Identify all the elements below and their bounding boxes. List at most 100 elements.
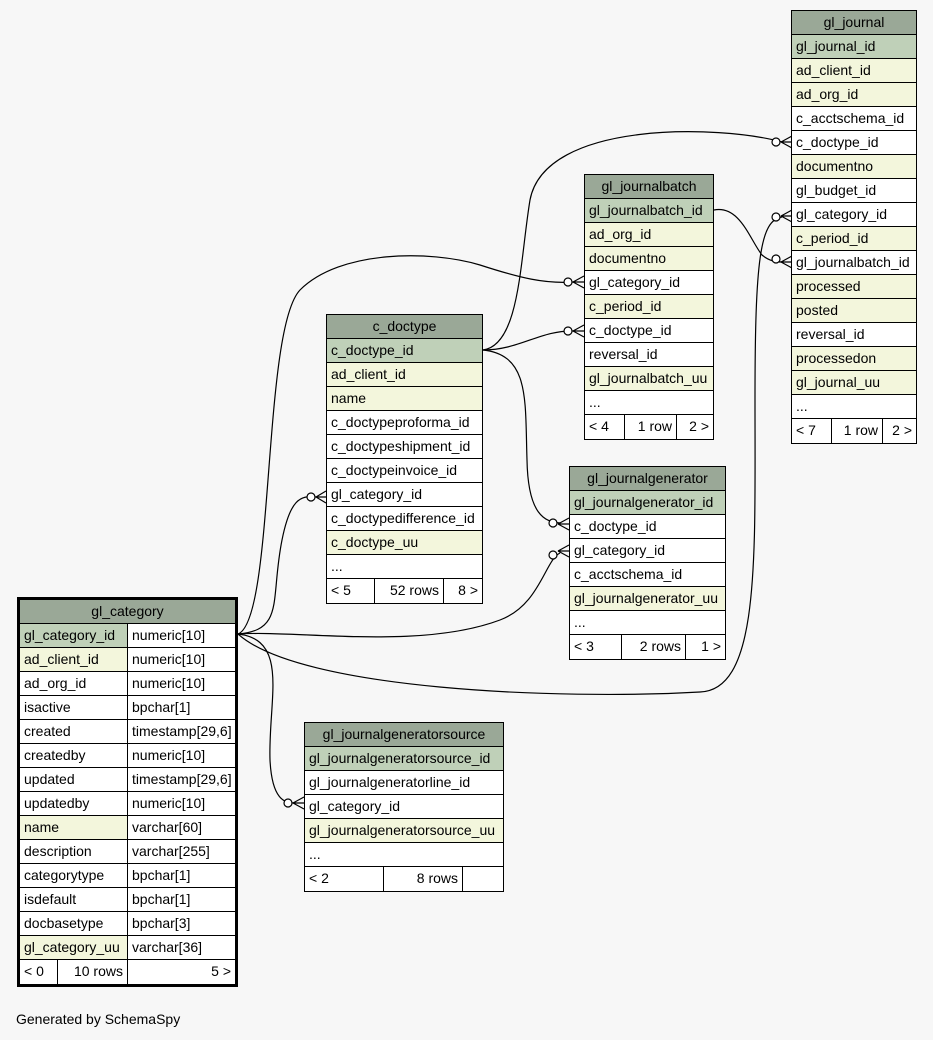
row-count: 2 rows — [622, 635, 686, 659]
parents-count[interactable]: < 3 — [570, 635, 622, 659]
column-name: reversal_id — [796, 326, 865, 342]
children-count[interactable]: 2 > — [892, 422, 912, 438]
generated-by-label: Generated by SchemaSpy — [16, 1011, 181, 1027]
column-name: c_doctypeproforma_id — [331, 414, 470, 430]
column-name: gl_journalbatch_id — [589, 202, 703, 218]
row-count: 10 rows — [58, 960, 128, 984]
column-type: bpchar[3] — [132, 915, 191, 931]
column-name: gl_category_id — [331, 486, 423, 502]
column-name: gl_journal_uu — [796, 374, 881, 390]
children-count[interactable]: 2 > — [689, 418, 709, 434]
children-count[interactable]: 1 > — [701, 638, 721, 654]
column-name: c_period_id — [796, 230, 869, 246]
column-type: bpchar[1] — [132, 891, 191, 907]
column-name: docbasetype — [20, 912, 128, 935]
column-name: description — [20, 840, 128, 863]
row-count: 8 rows — [384, 867, 463, 891]
column-name: gl_category_id — [574, 542, 666, 558]
parents-count[interactable]: < 7 — [792, 419, 832, 443]
column-name: name — [20, 816, 128, 839]
column-type: varchar[60] — [128, 816, 235, 839]
column-name: ad_client_id — [331, 366, 406, 382]
column-name: gl_journalbatch_id — [796, 254, 910, 270]
column-name: documentno — [589, 250, 667, 266]
column-name: reversal_id — [589, 346, 658, 362]
row-count: 1 row — [832, 419, 883, 443]
column-name: gl_journalgenerator_id — [574, 494, 714, 510]
column-type: timestamp[29,6] — [132, 723, 232, 739]
column-name: gl_category_id — [796, 206, 888, 222]
row-count: 52 rows — [375, 579, 444, 603]
column-name: c_doctypedifference_id — [331, 510, 475, 526]
column-name: c_acctschema_id — [574, 566, 683, 582]
table-title[interactable]: gl_journalbatch — [585, 175, 713, 199]
column-type: numeric[10] — [132, 795, 206, 811]
column-name: ad_client_id — [796, 62, 871, 78]
column-name: c_doctype_uu — [331, 534, 419, 550]
table-gl-journalbatch[interactable]: gl_journalbatch gl_journalbatch_id ad_or… — [584, 174, 714, 440]
column-name: c_doctype_id — [589, 322, 672, 338]
children-count[interactable] — [463, 867, 503, 891]
column-name: updatedby — [20, 792, 128, 815]
column-name: processedon — [796, 350, 877, 366]
column-name: c_doctype_id — [796, 134, 879, 150]
column-name: c_doctype_id — [331, 342, 414, 358]
table-title[interactable]: gl_journalgeneratorsource — [305, 723, 503, 747]
children-count[interactable]: 8 > — [458, 582, 478, 598]
column-name: posted — [796, 302, 839, 318]
table-title[interactable]: gl_journalgenerator — [570, 467, 725, 491]
column-name: gl_category_id — [589, 274, 681, 290]
column-name: ad_org_id — [20, 672, 128, 695]
column-name: ... — [309, 846, 321, 862]
edge-category-doctype — [237, 496, 317, 635]
column-name: isdefault — [20, 888, 128, 911]
children-count[interactable]: 5 > — [211, 963, 231, 979]
table-title[interactable]: gl_category — [20, 600, 235, 624]
column-name: c_doctypeinvoice_id — [331, 462, 458, 478]
row-count: 1 row — [625, 415, 677, 439]
column-type: numeric[10] — [128, 624, 235, 647]
table-gl-journalgenerator[interactable]: gl_journalgenerator gl_journalgenerator_… — [569, 466, 726, 660]
column-type: numeric[10] — [132, 675, 206, 691]
table-title[interactable]: gl_journal — [792, 11, 916, 35]
parents-count[interactable]: < 5 — [327, 579, 375, 603]
column-type: numeric[10] — [132, 747, 206, 763]
edge-doctype-journalbatch — [482, 330, 575, 351]
column-name: createdby — [20, 744, 128, 767]
column-name: ... — [589, 394, 601, 410]
column-name: gl_journalbatch_uu — [589, 370, 708, 386]
column-name: c_doctypeshipment_id — [331, 438, 471, 454]
column-name: ad_client_id — [20, 648, 128, 671]
table-c-doctype[interactable]: c_doctype c_doctype_id ad_client_id name… — [326, 314, 483, 604]
column-name: gl_journal_id — [796, 38, 876, 54]
edge-category-journalbatch — [237, 255, 575, 635]
edge-doctype-journal — [482, 131, 783, 351]
parents-count[interactable]: < 0 — [20, 960, 58, 984]
edge-category-journal — [237, 216, 783, 696]
column-name: gl_journalgeneratorsource_uu — [309, 822, 496, 838]
column-name: c_acctschema_id — [796, 110, 905, 126]
table-gl-journal[interactable]: gl_journal gl_journal_id ad_client_id ad… — [791, 10, 917, 444]
column-type: timestamp[29,6] — [132, 771, 232, 787]
column-name: gl_journalgenerator_uu — [574, 590, 718, 606]
edge-doctype-journalgenerator — [482, 349, 561, 524]
parents-count[interactable]: < 4 — [585, 415, 625, 439]
column-name: gl_budget_id — [796, 182, 877, 198]
edge-category-generatorsource — [237, 633, 295, 804]
parents-count[interactable]: < 2 — [305, 867, 384, 891]
column-name: gl_category_uu — [20, 936, 128, 959]
column-name: processed — [796, 278, 861, 294]
table-gl-journalgeneratorsource[interactable]: gl_journalgeneratorsource gl_journalgene… — [304, 722, 504, 892]
column-name: ad_org_id — [796, 86, 859, 102]
column-type: bpchar[1] — [132, 867, 191, 883]
column-name: documentno — [796, 158, 874, 174]
column-name: c_doctype_id — [574, 518, 657, 534]
column-name: ad_org_id — [589, 226, 652, 242]
column-type: varchar[255] — [132, 843, 210, 859]
table-title[interactable]: c_doctype — [327, 315, 482, 339]
column-name: name — [331, 390, 367, 406]
column-name: c_period_id — [589, 298, 662, 314]
column-name: gl_journalgeneratorline_id — [309, 774, 471, 790]
